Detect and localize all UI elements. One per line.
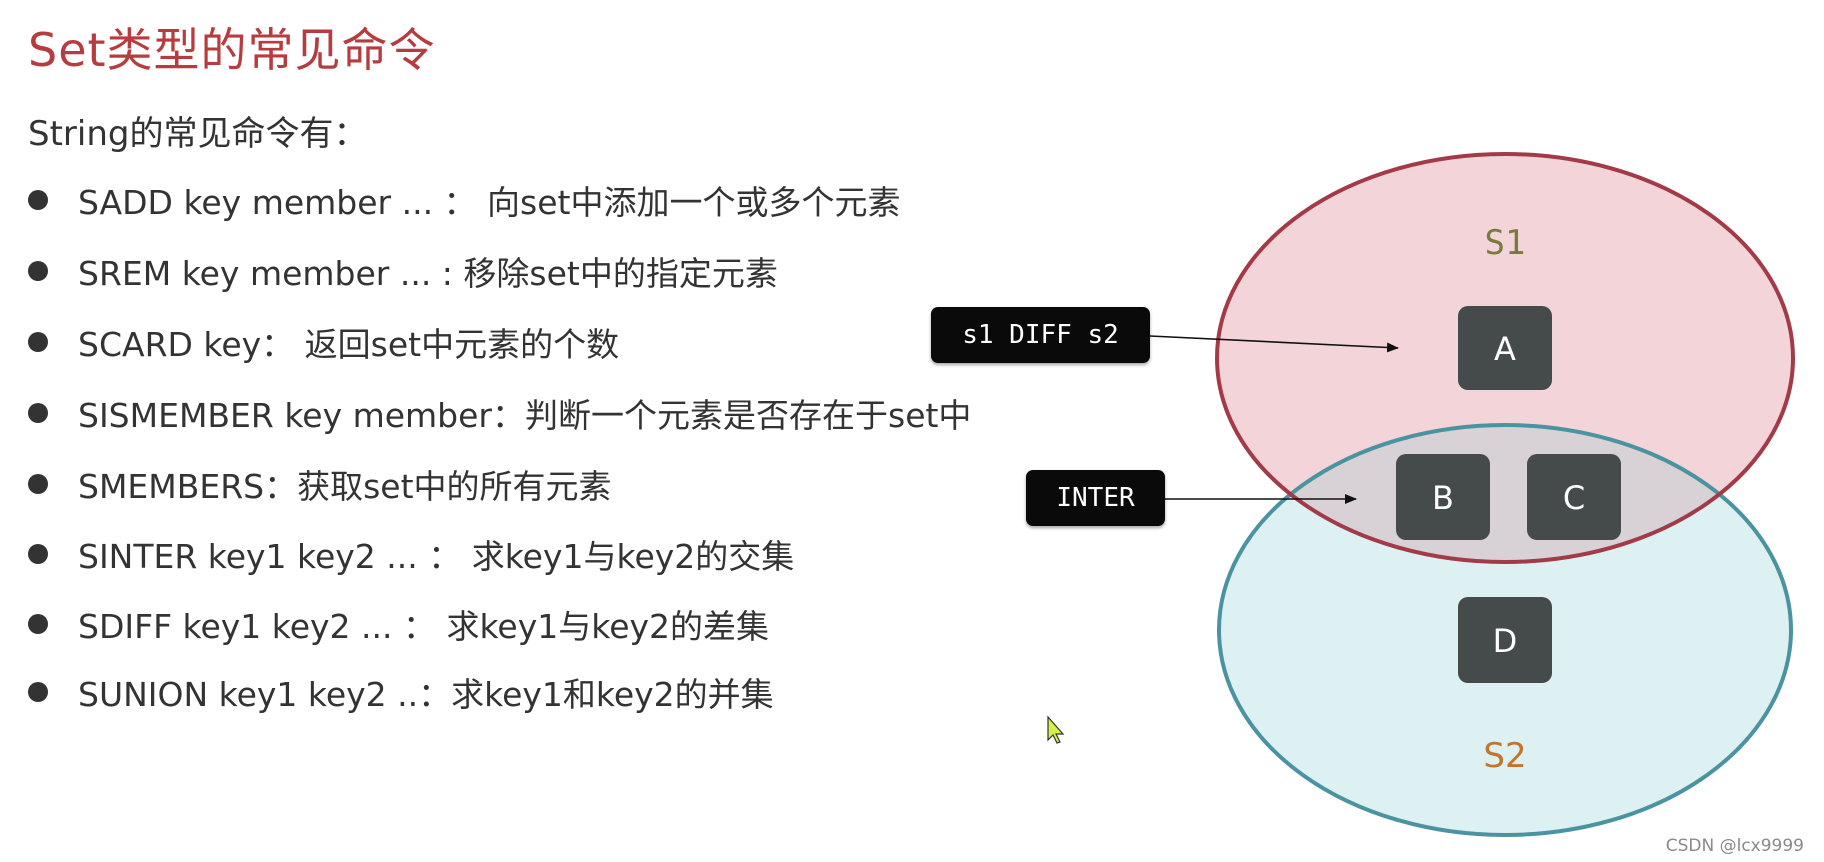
list-item: SREM key member ... : 移除set中的指定元素 xyxy=(28,249,778,293)
bullet-icon xyxy=(28,332,48,352)
bullet-icon xyxy=(28,544,48,564)
set-s1-label: S1 xyxy=(1485,223,1526,263)
inter-label: INTER xyxy=(1026,470,1165,526)
set-s2-outline xyxy=(1217,423,1793,837)
element-d: D xyxy=(1458,597,1552,683)
command-text: SDIFF key1 key2 ... ： 求key1与key2的差集 xyxy=(78,607,770,646)
element-b: B xyxy=(1396,454,1490,540)
list-item: SDIFF key1 key2 ... ： 求key1与key2的差集 xyxy=(28,602,769,646)
command-text: SISMEMBER key member：判断一个元素是否存在于set中 xyxy=(78,396,972,435)
bullet-icon xyxy=(28,261,48,281)
watermark: CSDN @lcx9999 xyxy=(1665,836,1804,856)
element-label: D xyxy=(1493,622,1518,660)
bullet-icon xyxy=(28,474,48,494)
bullet-icon xyxy=(28,682,48,702)
element-label: A xyxy=(1494,330,1516,368)
command-text: SREM key member ... : 移除set中的指定元素 xyxy=(78,254,778,293)
set-s1-outline xyxy=(1215,152,1795,564)
bullet-icon xyxy=(28,190,48,210)
command-text: SUNION key1 key2 ..：求key1和key2的并集 xyxy=(78,675,774,714)
page-title: Set类型的常见命令 xyxy=(28,23,436,77)
set-s2-label: S2 xyxy=(1483,736,1526,776)
intersection-region xyxy=(1219,425,1791,562)
list-item: SUNION key1 key2 ..：求key1和key2的并集 xyxy=(28,670,774,714)
command-text: SADD key member ... ： 向set中添加一个或多个元素 xyxy=(78,183,901,222)
subtitle: String的常见命令有： xyxy=(28,114,368,154)
element-c: C xyxy=(1527,454,1621,540)
list-item: SCARD key： 返回set中元素的个数 xyxy=(28,320,619,364)
diff-arrow xyxy=(1149,335,1399,353)
bullet-icon xyxy=(28,403,48,423)
element-label: C xyxy=(1563,479,1585,517)
element-a: A xyxy=(1458,306,1552,390)
element-label: B xyxy=(1432,479,1454,517)
list-item: SMEMBERS：获取set中的所有元素 xyxy=(28,462,612,506)
cursor-icon xyxy=(1047,715,1065,744)
diff-label: s1 DIFF s2 xyxy=(931,307,1150,363)
bullet-icon xyxy=(28,614,48,634)
command-text: SINTER key1 key2 ... ： 求key1与key2的交集 xyxy=(78,537,795,576)
command-text: SCARD key： 返回set中元素的个数 xyxy=(78,325,620,364)
command-text: SMEMBERS：获取set中的所有元素 xyxy=(78,467,612,506)
list-item: SINTER key1 key2 ... ： 求key1与key2的交集 xyxy=(28,532,794,576)
list-item: SISMEMBER key member：判断一个元素是否存在于set中 xyxy=(28,391,971,435)
list-item: SADD key member ... ： 向set中添加一个或多个元素 xyxy=(28,178,901,222)
